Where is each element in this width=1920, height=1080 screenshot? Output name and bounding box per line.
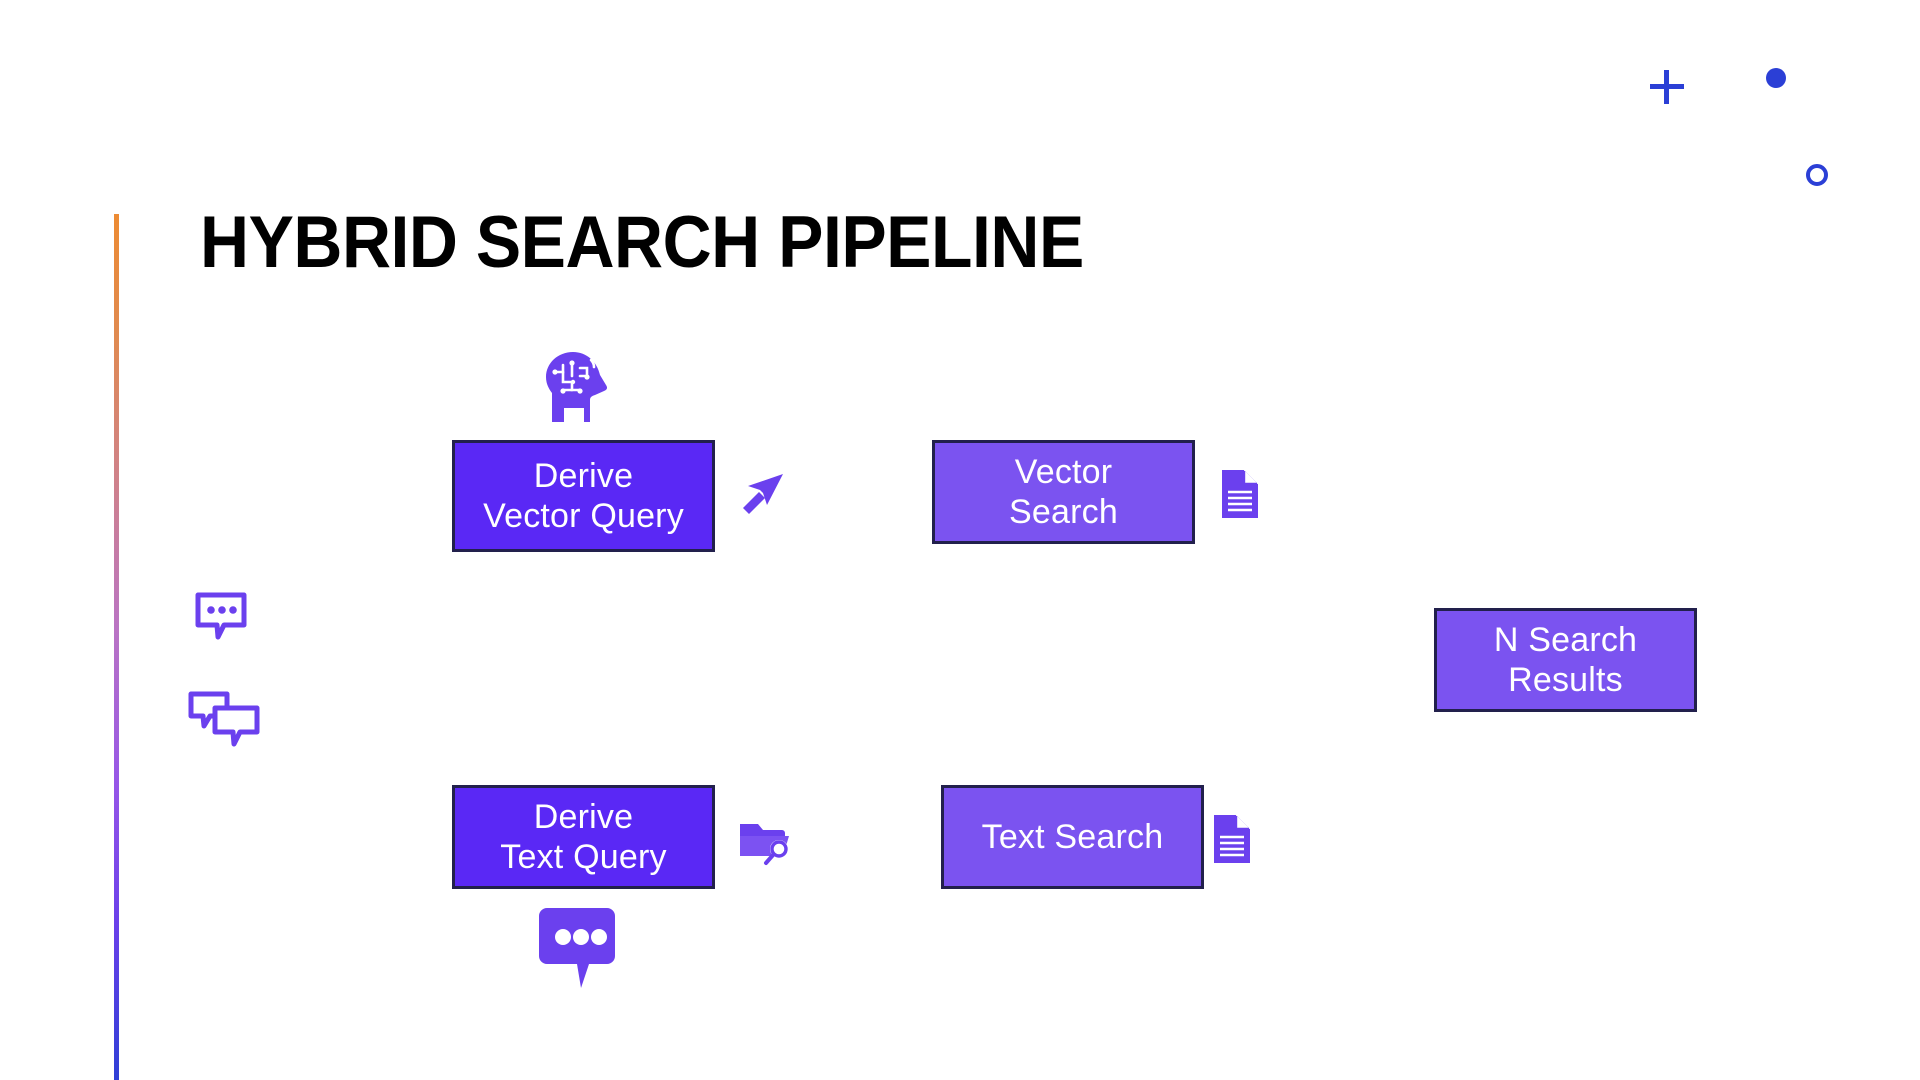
node-vector-search[interactable]: Vector Search xyxy=(932,440,1195,544)
chat-outline-dots-icon xyxy=(195,592,247,640)
chat-bubble-dots-icon xyxy=(539,908,615,988)
node-label: Derive Vector Query xyxy=(483,456,684,535)
node-label: N Search Results xyxy=(1493,620,1638,699)
cursor-arrow-icon xyxy=(743,474,783,514)
node-n-search-results[interactable]: N Search Results xyxy=(1434,608,1697,712)
folder-search-icon xyxy=(740,824,789,865)
node-label: Vector Search xyxy=(1009,452,1118,531)
node-derive-vector-query[interactable]: Derive Vector Query xyxy=(452,440,715,552)
node-label: Text Search xyxy=(981,817,1164,856)
node-derive-text-query[interactable]: Derive Text Query xyxy=(452,785,715,889)
chat-outline-double-icon xyxy=(188,691,260,747)
node-text-search[interactable]: Text Search xyxy=(941,785,1204,889)
document-icon xyxy=(1222,470,1258,518)
node-label: Derive Text Query xyxy=(500,797,667,876)
ai-brain-head-icon xyxy=(546,352,608,422)
left-accent-bar xyxy=(114,214,119,1080)
hollow-ring-mark-icon xyxy=(1806,164,1828,186)
plus-mark-icon xyxy=(1650,70,1684,104)
filled-dot-mark-icon xyxy=(1766,68,1786,88)
document-icon xyxy=(1214,815,1250,863)
page-title: HYBRID SEARCH PIPELINE xyxy=(200,202,1084,283)
